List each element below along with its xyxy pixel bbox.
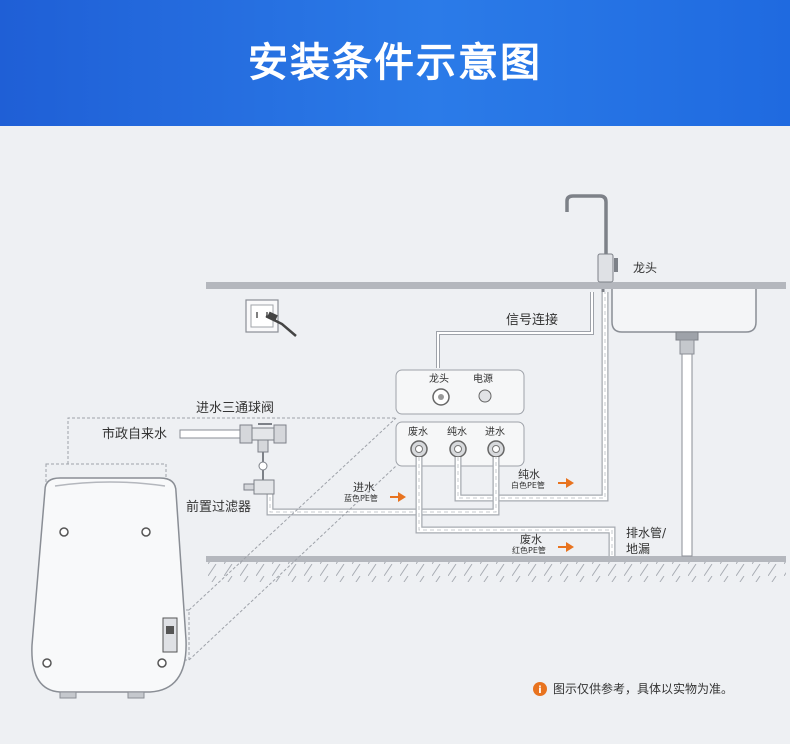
title-banner: 安装条件示意图 bbox=[0, 0, 790, 126]
note-text: 图示仅供参考，具体以实物为准。 bbox=[553, 681, 733, 696]
tap-water-pipe bbox=[179, 423, 287, 495]
drain-label-1: 排水管/ bbox=[626, 525, 667, 540]
pre-filter-icon bbox=[253, 479, 275, 495]
drain-label-2: 地漏 bbox=[626, 542, 650, 556]
waste-arrow-icon bbox=[558, 542, 574, 552]
page-title: 安装条件示意图 bbox=[248, 40, 542, 86]
signal-line bbox=[436, 292, 594, 368]
countertop bbox=[206, 282, 786, 289]
pure-pipe-label: 纯水 bbox=[518, 468, 540, 481]
inlet-pipe-label: 进水 bbox=[353, 481, 375, 494]
signal-label: 信号连接 bbox=[506, 312, 558, 328]
three-way-valve-label: 进水三通球阀 bbox=[196, 401, 274, 416]
power-connector-icon bbox=[478, 389, 492, 403]
inlet-arrow-icon bbox=[390, 492, 406, 502]
power-port-label: 电源 bbox=[473, 372, 493, 385]
pre-filter-label: 前置过滤器 bbox=[186, 499, 251, 515]
pure-port-label: 纯水 bbox=[447, 425, 467, 438]
three-way-valve-icon bbox=[257, 439, 269, 453]
waste-pipe-note: 红色PE管 bbox=[512, 545, 546, 555]
waste-port-label: 废水 bbox=[408, 425, 428, 438]
inlet-port-label: 进水 bbox=[485, 426, 505, 438]
waste-pipe-label: 废水 bbox=[520, 532, 542, 546]
faucet-port-label: 龙头 bbox=[429, 372, 449, 385]
floor bbox=[206, 556, 786, 582]
waste-water-pipe bbox=[415, 457, 616, 556]
sink-basin bbox=[611, 289, 757, 557]
pure-arrow-icon bbox=[558, 478, 574, 488]
inlet-pipe-note: 蓝色PE管 bbox=[344, 493, 378, 503]
note: i bbox=[533, 682, 547, 696]
info-icon bbox=[533, 682, 547, 696]
wall-socket bbox=[245, 299, 297, 337]
control-panel bbox=[395, 369, 525, 467]
tap-water-label: 市政自来水 bbox=[102, 426, 167, 442]
water-purifier bbox=[31, 477, 187, 699]
faucet-label: 龙头 bbox=[633, 261, 657, 275]
svg-text:i: i bbox=[538, 685, 541, 696]
inlet-water-pipe bbox=[266, 457, 500, 516]
pure-pipe-note: 白色PE管 bbox=[511, 480, 545, 490]
pure-water-pipe bbox=[454, 292, 609, 502]
